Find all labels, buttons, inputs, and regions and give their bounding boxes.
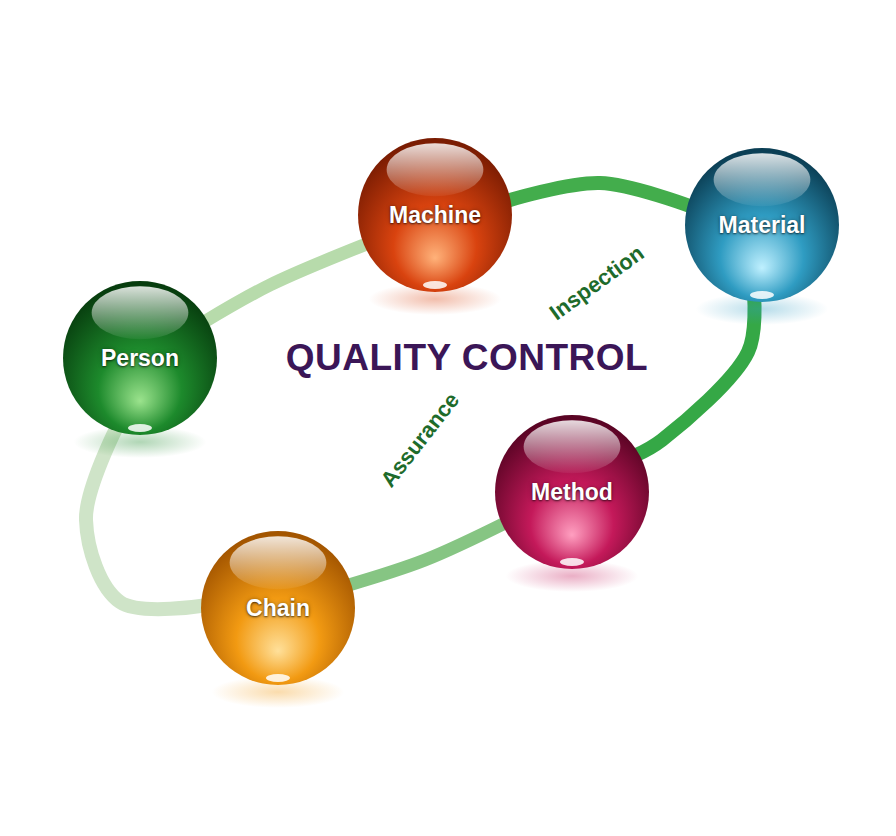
node-label: Machine [389, 202, 481, 229]
rotated-label: Assurance [375, 388, 465, 493]
sphere-node: Person [62, 280, 218, 436]
sphere-node: Chain [200, 530, 356, 686]
rotated-label: Inspection [545, 240, 649, 326]
node-label: Chain [246, 595, 310, 622]
diagram-title: QUALITY CONTROL [286, 337, 648, 379]
sphere-node: Material [684, 147, 840, 303]
node-label: Person [101, 345, 179, 372]
node-label: Material [719, 212, 806, 239]
loop-connector [203, 243, 369, 323]
node-label: Method [531, 479, 613, 506]
sphere-node: Machine [357, 137, 513, 293]
sphere-node: Method [494, 414, 650, 570]
loop-connector [346, 522, 506, 585]
loop-connector [506, 183, 693, 207]
